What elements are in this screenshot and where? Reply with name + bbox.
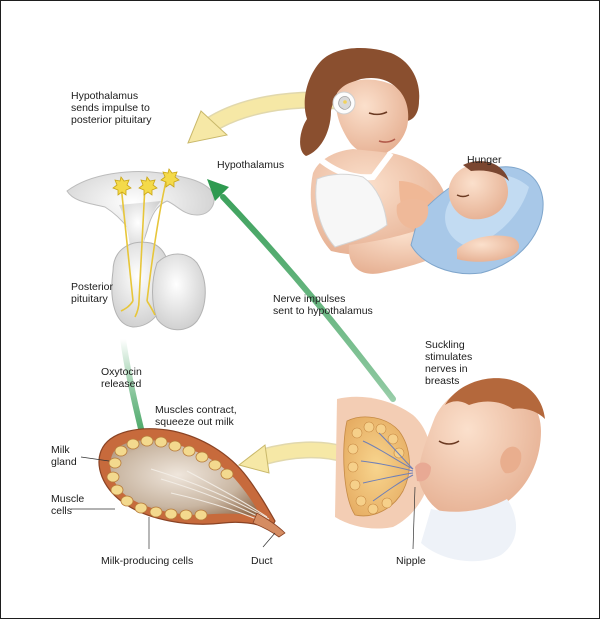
suckling-label: Suckling stimulates nerves in breasts [425,339,473,387]
milk-gland-label: Milk gland [51,444,77,468]
milk-producing-cells-label: Milk-producing cells [101,555,194,567]
posterior-pituitary-label: Posterior pituitary [71,281,114,305]
duct-label: Duct [251,555,273,567]
mother-nursing-illustration [300,48,544,275]
milk-gland-illustration [71,428,286,549]
hunger-label: Hunger [467,154,502,166]
squeeze-arrow-to-gland [237,441,356,474]
muscle-cells-label: Muscle cells [51,493,85,517]
baby-suckling-illustration [335,378,545,562]
nipple-label: Nipple [396,555,426,567]
oxytocin-label: Oxytocin released [101,366,142,390]
muscles-contract-label: Muscles contract, squeeze out milk [155,404,237,428]
nerve-impulse-arrow [207,179,396,402]
nerve-impulses-label: Nerve impulses sent to hypothalamus [273,293,373,317]
pituitary-gland-illustration [66,168,215,331]
hypothalamus-impulse-label: Hypothalamus sends impulse to posterior … [71,90,152,126]
hypothalamus-label: Hypothalamus [217,159,285,171]
